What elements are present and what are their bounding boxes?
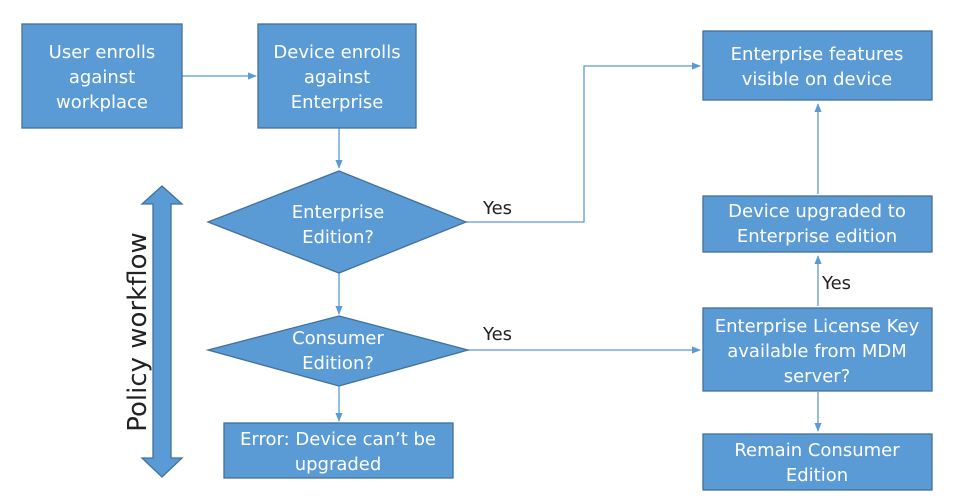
node-enterprise-features: Enterprise features visible on device	[702, 30, 933, 101]
node-error: Error: Device can’t be upgraded	[223, 422, 454, 479]
node-user-enrolls: User enrolls against workplace	[21, 23, 183, 129]
node-text-line: Edition	[786, 465, 848, 486]
node-remain-consumer: Remain Consumer Edition	[702, 433, 933, 491]
node-device-upgraded: Device upgraded to Enterprise edition	[702, 195, 933, 253]
node-text-line: Device upgraded to	[728, 201, 906, 222]
side-label-policy-workflow: Policy workflow	[123, 232, 153, 432]
node-text-line: server?	[784, 366, 851, 387]
node-text-line: workplace	[56, 92, 148, 113]
node-text-line: Device enrolls	[273, 42, 400, 63]
node-text-line: Error: Device can’t be	[240, 429, 436, 450]
edge-label-enterprise-yes: Yes	[482, 198, 512, 219]
node-text-line: Enterprise License Key	[715, 316, 920, 337]
node-text-line: available from MDM	[727, 341, 907, 362]
node-text-line: against	[69, 67, 135, 88]
edge-enterprise-yes	[466, 62, 701, 223]
node-text-line: Enterprise features	[731, 44, 904, 65]
node-text-line: Edition?	[302, 227, 374, 248]
decision-enterprise-edition: Enterprise Edition?	[206, 170, 468, 274]
edge-label-consumer-yes: Yes	[482, 324, 512, 345]
node-text-line: Enterprise edition	[737, 226, 897, 247]
node-device-enrolls: Device enrolls against Enterprise	[257, 23, 417, 129]
edge-label-license-yes: Yes	[821, 273, 851, 294]
node-text-line: User enrolls	[49, 42, 156, 63]
node-text-line: Enterprise	[291, 92, 384, 113]
node-text-line: Enterprise	[292, 202, 385, 223]
decision-consumer-edition: Consumer Edition?	[205, 315, 471, 387]
node-text-line: Consumer	[292, 328, 384, 349]
decision-license-key: Enterprise License Key available from MD…	[702, 307, 933, 392]
node-text-line: upgraded	[295, 454, 382, 475]
node-text-line: visible on device	[742, 69, 893, 90]
node-text-line: Edition?	[302, 353, 374, 374]
node-text-line: Remain Consumer	[734, 440, 900, 461]
node-text-line: against	[304, 67, 370, 88]
double-arrow-icon	[140, 185, 184, 478]
